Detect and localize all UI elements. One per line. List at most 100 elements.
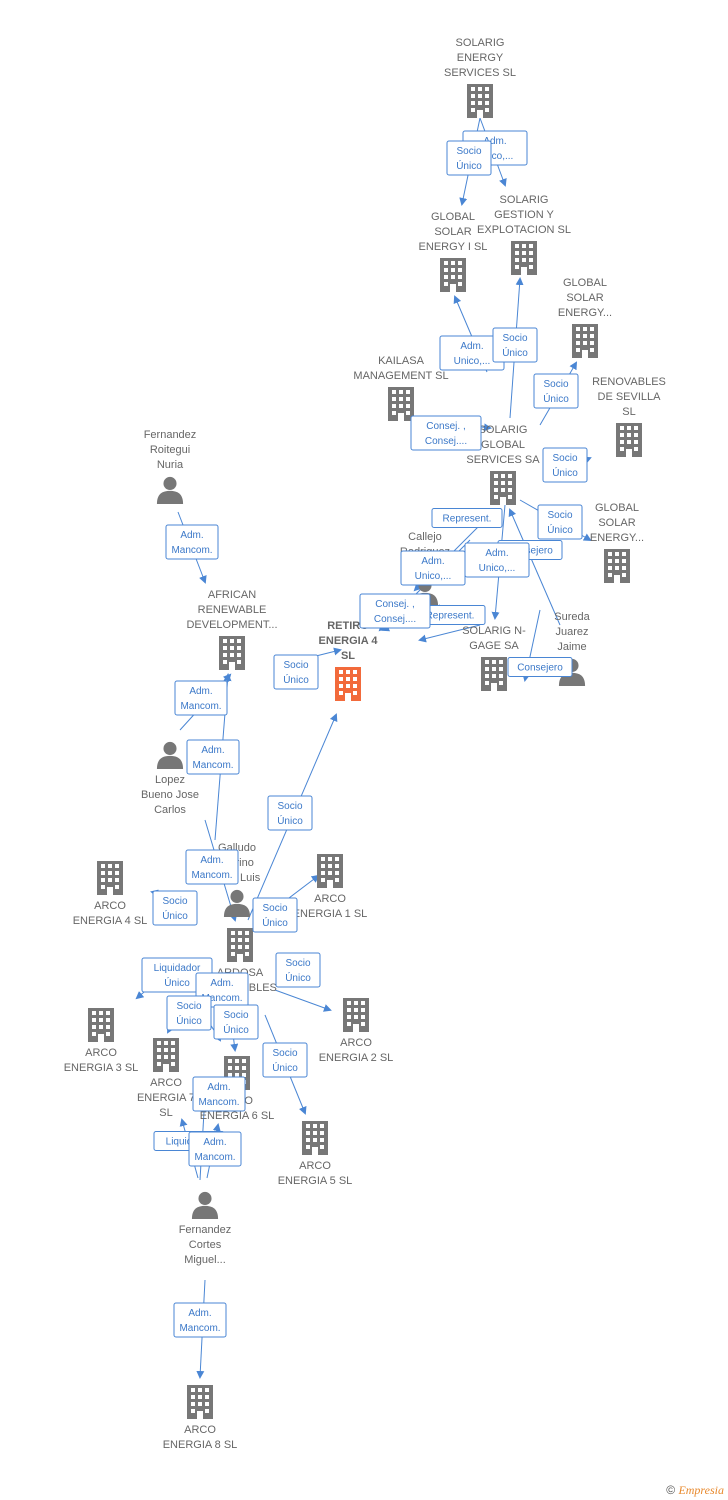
- company-node-kailasa[interactable]: KAILASA MANAGEMENT SL: [353, 355, 449, 421]
- company-node-african_renewable[interactable]: AFRICANRENEWABLEDEVELOPMENT...: [186, 589, 278, 670]
- node-label: EXPLOTACION SL: [477, 224, 571, 236]
- edge-label-text: Liquidador: [154, 963, 201, 974]
- node-label: ENERGIA 8 SL: [163, 1439, 238, 1451]
- edge-label-text: Represent.: [443, 514, 492, 525]
- edge-label-text: Adm.: [203, 1137, 226, 1148]
- edge-label-frame: [275, 952, 321, 988]
- edge-label-frame: [186, 739, 240, 775]
- footer-credit: © Empresia: [666, 1483, 724, 1498]
- edge-label-frame: [173, 1302, 227, 1338]
- node-label: KAILASA: [378, 355, 425, 367]
- edge-label-text: Consej. ,: [375, 599, 414, 610]
- edge-label-text: Único: [502, 346, 528, 359]
- node-label: Nuria: [157, 459, 184, 471]
- company-node-global_solar_energy_top[interactable]: GLOBALSOLARENERGY...: [558, 277, 612, 358]
- building-icon: [227, 928, 253, 962]
- edge-line: [418, 624, 481, 643]
- edge-label-text: Único: [543, 392, 569, 405]
- node-label: ARCO: [314, 893, 346, 905]
- edge-label-text: Socio: [502, 333, 527, 344]
- building-icon: [317, 854, 343, 888]
- node-label: ARCO: [299, 1160, 331, 1172]
- edge-label-text: Adm.: [485, 548, 508, 559]
- node-label: Bueno Jose: [141, 789, 199, 801]
- building-icon: [481, 657, 507, 691]
- company-node-global_solar_energy_mid[interactable]: GLOBALSOLARENERGY...: [590, 502, 644, 583]
- edge-label-box[interactable]: Adm.Mancom.: [173, 1302, 227, 1338]
- edge-label-text: Adm.: [180, 530, 203, 541]
- node-label: SOLARIG: [456, 37, 505, 49]
- edge-label-box[interactable]: Adm.Mancom.: [188, 1131, 242, 1167]
- edge-label-frame: [174, 680, 228, 716]
- node-label: MANAGEMENT SL: [353, 370, 448, 382]
- node-label: ENERGIA 3 SL: [64, 1062, 139, 1074]
- edge-label-box[interactable]: Adm.Mancom.: [165, 524, 219, 560]
- edge-label-text: Único: [285, 971, 311, 984]
- edge-label-text: Socio: [543, 379, 568, 390]
- edge-label-box[interactable]: Adm.Unico,...: [400, 550, 466, 586]
- company-node-solarig_ngage[interactable]: SOLARIG N-GAGE SA: [462, 625, 526, 691]
- edge-label-text: Único: [547, 523, 573, 536]
- edge-label-frame: [400, 550, 466, 586]
- node-label: ENERGIA 1 SL: [293, 908, 368, 920]
- building-icon: [343, 998, 369, 1032]
- company-node-arco_1[interactable]: ARCO ENERGIA 1 SL: [293, 854, 368, 920]
- edge-label-frame: [252, 897, 298, 933]
- edge-label-box[interactable]: Adm.Mancom.: [185, 849, 239, 885]
- edge-label-text: Mancom.: [191, 870, 232, 881]
- edge-label-text: Mancom.: [180, 701, 221, 712]
- edge-label-text: Mancom.: [201, 993, 242, 1004]
- edge-label-box[interactable]: Consej. ,Consej....: [359, 593, 431, 629]
- edge-label-frame: [262, 1042, 308, 1078]
- person-node-fernandez_cortes[interactable]: FernandezCortesMiguel...: [179, 1191, 232, 1266]
- node-label: Fernandez: [179, 1224, 232, 1236]
- node-label: ENERGIA 7: [137, 1092, 195, 1104]
- node-label: GLOBAL: [595, 502, 639, 514]
- edge-label-frame: [492, 327, 538, 363]
- edge-label-box[interactable]: Adm.Unico,...: [464, 542, 530, 578]
- edge-label-box[interactable]: Adm.Mancom.: [192, 1076, 246, 1112]
- edge-label-frame: [542, 447, 588, 483]
- copyright-symbol: ©: [666, 1483, 676, 1497]
- edge-label-box[interactable]: Consej. ,Consej....: [410, 415, 482, 451]
- brand-logo[interactable]: Empresia: [678, 1483, 724, 1497]
- edge-label-box[interactable]: Consejero: [507, 657, 573, 677]
- edge-label-box[interactable]: Adm.Mancom.: [186, 739, 240, 775]
- edge-label-text: Mancom.: [198, 1097, 239, 1108]
- edge-label-box[interactable]: Adm.Mancom.: [174, 680, 228, 716]
- person-icon: [156, 476, 184, 504]
- edge-label-box[interactable]: Adm.Unico,...: [439, 335, 505, 371]
- node-label: GAGE SA: [469, 640, 519, 652]
- edge-label-box[interactable]: Represent.: [431, 508, 503, 528]
- edge-label-text: Adm.: [421, 556, 444, 567]
